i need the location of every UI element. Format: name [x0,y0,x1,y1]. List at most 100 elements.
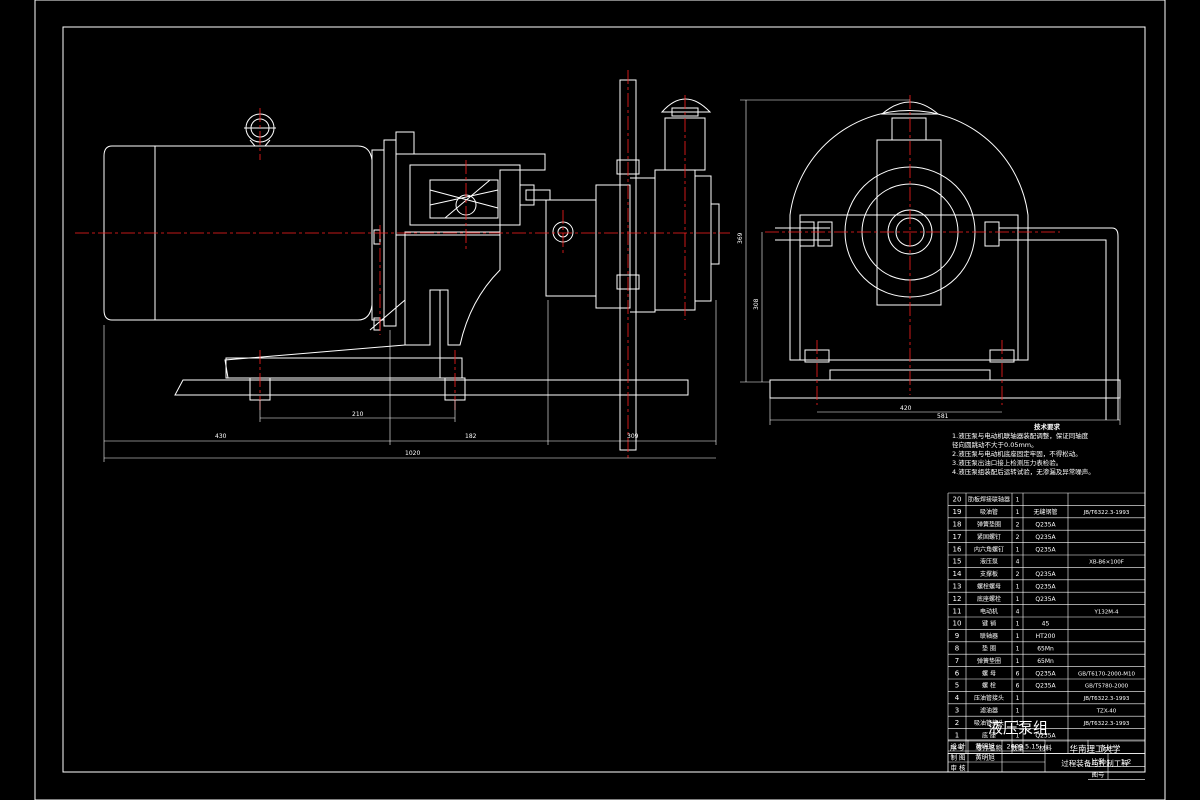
bom-qty: 1 [1016,621,1020,628]
dim-coupling: 210 [352,411,364,418]
bom-name: 键 销 [982,620,996,628]
bom-note: GB/T6170-2000-M10 [1078,671,1135,677]
front-view [103,79,720,451]
bom-no: 5 [955,682,959,690]
bom-material: 65Mn [1037,658,1054,665]
draw-label: 制 图 [950,753,965,762]
bom-header-note: 备注 [1100,743,1114,752]
bom-note: XB-B6×100F [1089,560,1124,566]
bom-material: 65Mn [1037,646,1054,653]
bom-name: 底座螺栓 [977,595,1001,603]
bom-name: 螺栓螺母 [977,583,1001,591]
coupling-housing [395,153,546,236]
bom-note: JB/T6322.3-1993 [1083,510,1130,516]
front-dimensions [103,300,717,462]
base-plate [174,379,689,396]
bom-no: 16 [953,545,962,553]
note-line: 1.液压泵与电动机联轴器装配调整，保证同轴度 [952,432,1089,440]
bom-no: 13 [953,583,962,591]
bom-no: 18 [953,521,962,529]
bom-note: JB/T6322.3-1993 [1083,696,1130,702]
bom-material: Q235A [1035,571,1056,578]
filter-cap [660,98,712,113]
bom-header-no: 序号 [950,743,964,752]
bom-qty: 4 [1016,559,1020,566]
scale-value: 1:2 [1121,757,1131,765]
bom-no: 9 [955,632,959,640]
bom-name: 肋板焊接联轴器 [968,496,1010,504]
bom-qty: 2 [1016,522,1020,529]
bom-name: 内六角螺钉 [974,545,1004,553]
note-line: 2.液压泵与电动机底座固定牢固，不得松动。 [952,450,1082,458]
technical-requirements: 技术要求 1.液压泵与电动机联轴器装配调整，保证同轴度 径向圆跳动不大于0.05… [952,423,1142,477]
bom-note: JB/T6322.3-1993 [1083,721,1130,727]
review-label: 审 核 [950,763,966,772]
sheet-label: 图号 [1092,770,1106,778]
note-line: 4.液压泵组装配后运转试验，无渗漏及异常噪声。 [952,468,1095,476]
bom-name: 底 座 [982,731,996,739]
bom-qty: 6 [1016,683,1020,690]
draw-name: 黄明旭 [975,753,995,762]
bom-material: Q235A [1035,534,1056,541]
bom-name: 吸油管 [980,508,998,516]
bom-name: 电动机 [980,607,998,615]
bom-no: 4 [955,694,960,702]
bom-name: 紧固螺钉 [977,533,1001,541]
motor-housing-end [789,109,1029,361]
dim-side-outer: 581 [937,413,949,420]
note-line: 3.液压泵出油口接上检测压力表检验。 [952,459,1063,467]
design-date: 2009.5.15 [1006,743,1039,751]
bom-material: Q235A [1035,546,1056,553]
bom-no: 2 [955,719,959,727]
bom-qty: 1 [1016,509,1020,516]
bom-qty: 1 [1016,546,1020,553]
bom-material: Q235A [1035,596,1056,603]
notes-title: 技术要求 [1034,423,1060,431]
bom-qty: 1 [1016,708,1020,715]
bom-note: TZX-40 [1096,709,1117,715]
bom-name: 联轴器 [980,632,998,640]
dim-motor: 430 [215,433,227,440]
bom-qty: 4 [1016,608,1020,615]
bom-qty: 1 [1016,658,1020,665]
bom-qty: 1 [1016,695,1020,702]
bom-name: 螺 栓 [982,682,996,690]
bom-material: Q235A [1035,683,1056,690]
bom-no: 3 [955,707,959,715]
bom-material: Q235A [1035,522,1056,529]
bom-header-name: 零件名称 [976,743,1003,752]
bom-no: 8 [955,645,959,653]
coupling [429,179,499,219]
bom-no: 10 [953,620,962,628]
dim-side-total: 308 [753,298,760,310]
bom-qty: 1 [1016,497,1020,504]
bom-qty: 1 [1016,732,1020,739]
motor-body [103,145,373,321]
bom-name: 滤油器 [980,707,998,715]
pump-flange [545,199,597,297]
bom-qty: 1 [1016,633,1020,640]
return-pipe [999,227,1119,420]
bom-material: 45 [1042,621,1050,628]
bom-name: 螺 母 [982,669,996,677]
scale-label: 比例 [1092,756,1105,765]
bom-header-qty: 数量 [1011,743,1025,752]
bom-no: 20 [953,496,962,504]
front-centerlines [75,70,730,460]
filter-cap-side [880,101,940,115]
bom-header-material: 材料 [1039,743,1053,752]
department-name: 过程装备与控制工程 [1061,758,1129,768]
bom-note: GB/T5780-2000 [1085,684,1129,690]
design-name: 黄明旭 [975,742,995,751]
bom-name: 垫 圈 [982,645,996,653]
bom-qty: 1 [1016,584,1020,591]
bom-name: 液压泵 [980,558,998,566]
side-base [769,379,1121,399]
bom-name: 弹簧垫圈 [977,657,1001,665]
inner-border [62,26,1146,773]
bom-qty: 2 [1016,534,1020,541]
bom-qty: 6 [1016,670,1020,677]
bom-no: 1 [955,731,959,739]
